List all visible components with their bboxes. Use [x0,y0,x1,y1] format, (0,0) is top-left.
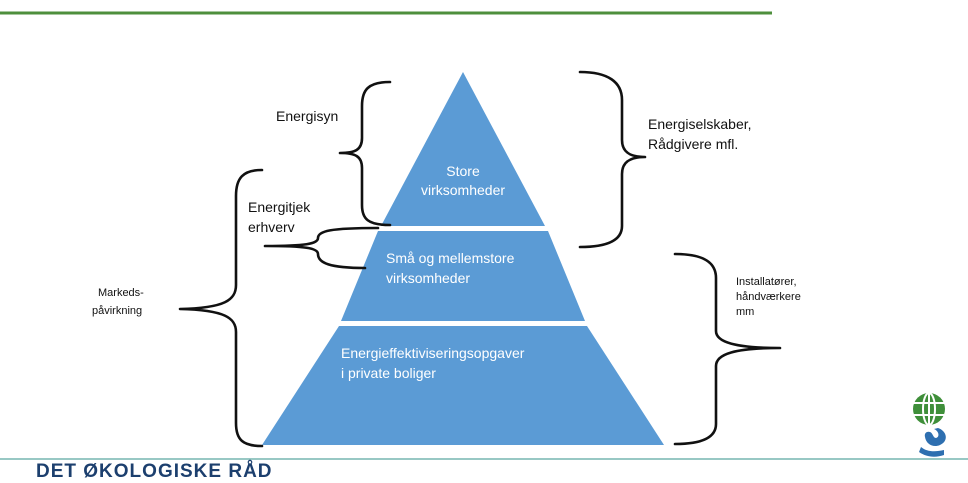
label-energitjek-line-2: erhverv [248,219,295,235]
label-installatorer-line-3: mm [736,306,754,318]
tier-bottom-line-1: Energieffektiviseringsopgaver [341,345,525,361]
brace-energiselskaber [578,70,647,249]
brace-installatorer [673,252,782,446]
footer-org-name: DET ØKOLOGISKE RÅD [36,461,273,482]
globe-logo-icon [913,392,946,457]
pyramid-tier-bottom [262,326,664,445]
label-markeds-line-1: Markeds- [98,287,144,299]
label-energitjek-line-1: Energitjek [248,199,311,215]
brace-energitjek [263,226,380,270]
label-energiselskaber-line-1: Energiselskaber, [648,116,752,132]
label-markeds-line-2: påvirkning [92,305,142,317]
tier-middle-line-2: virksomheder [386,270,470,286]
label-installatorer-line-1: Installatører, [736,276,797,288]
tier-bottom-line-2: i private boliger [341,365,436,381]
label-installatorer-line-2: håndværkere [736,291,801,303]
brace-energisyn [338,80,392,227]
label-energiselskaber-line-2: Rådgivere mfl. [648,136,738,152]
tier-top-line-1: Store [446,163,480,179]
tier-top-line-2: virksomheder [421,182,505,198]
pyramid-tier-middle [341,231,585,321]
label-energisyn: Energisyn [276,108,338,124]
brace-markedspaavirkning [178,168,264,448]
tier-middle-line-1: Små og mellemstore [386,250,515,266]
pyramid-tier-top [381,72,545,226]
